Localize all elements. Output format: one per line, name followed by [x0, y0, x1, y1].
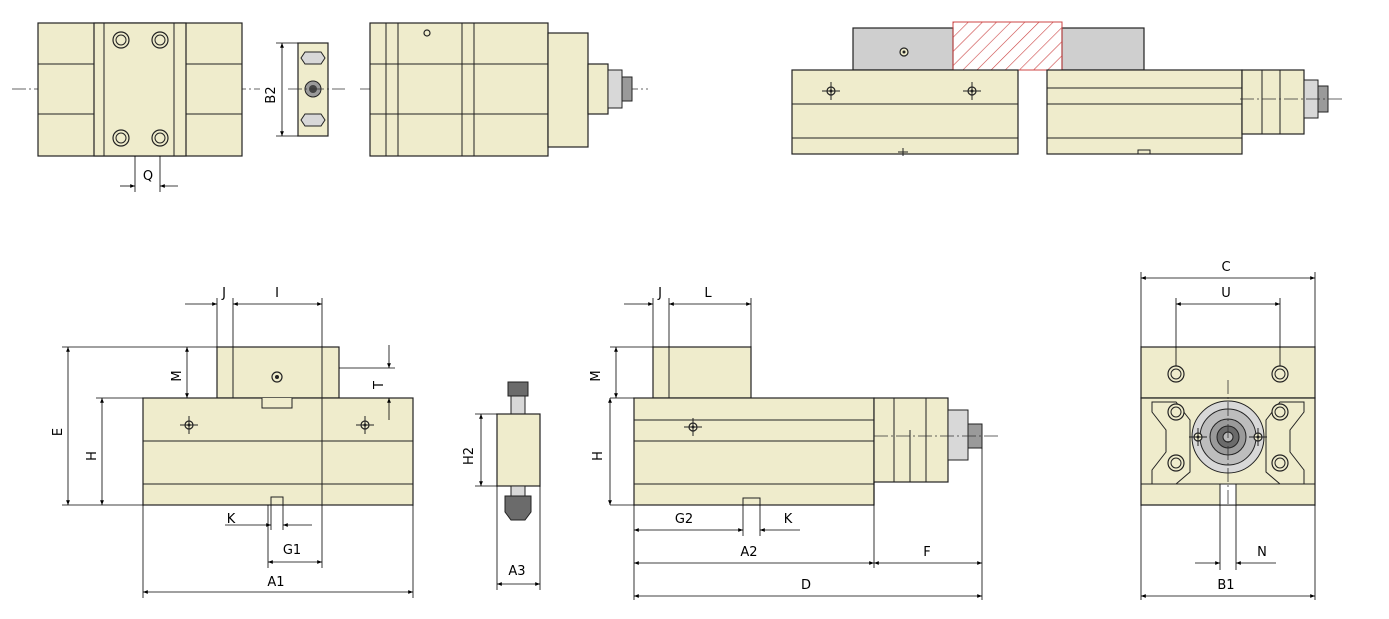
- dim-label-h-side: H: [591, 451, 606, 461]
- dim-label-j-front: J: [221, 286, 226, 301]
- dim-label-h2: H2: [462, 447, 477, 465]
- dim-label-a2: A2: [740, 545, 757, 560]
- dimension-q: Q: [120, 156, 178, 192]
- dim-label-u: U: [1221, 286, 1231, 301]
- side-dimensions: M H J L G2 K A2 F: [589, 286, 983, 600]
- screw-hole-icon: [1167, 365, 1185, 383]
- screw-hole-icon: [112, 31, 130, 49]
- dim-label-j-side: J: [657, 286, 662, 301]
- dim-label-c: C: [1221, 260, 1230, 275]
- dim-label-k-side: K: [784, 512, 793, 527]
- dim-label-d: D: [801, 578, 811, 593]
- dim-label-q: Q: [143, 169, 153, 184]
- dim-label-n: N: [1257, 545, 1267, 560]
- screw-hole-icon: [151, 129, 169, 147]
- dim-label-e: E: [51, 428, 66, 436]
- screw-hole-icon: [1167, 454, 1185, 472]
- dim-label-l: L: [704, 286, 712, 301]
- top-view-middle: [360, 22, 648, 157]
- dim-label-m-side: M: [589, 370, 604, 381]
- clamp-piece: H2 A3: [462, 381, 541, 590]
- dim-label-g1: G1: [283, 543, 301, 558]
- screw-hole-icon: [151, 31, 169, 49]
- screw-hole-icon: [1271, 454, 1289, 472]
- screw-hole-icon: [1271, 403, 1289, 421]
- dim-label-f: F: [923, 545, 930, 560]
- end-dimensions: C U N B1: [1140, 260, 1316, 600]
- side-view-top-right: [791, 21, 1345, 156]
- dim-label-a3: A3: [508, 564, 525, 579]
- dim-label-h-front: H: [85, 451, 100, 461]
- key-block-top: B2: [264, 42, 345, 137]
- top-view-left: [12, 22, 260, 157]
- dim-label-t: T: [372, 381, 387, 390]
- side-view: [633, 346, 998, 506]
- screw-hole-icon: [1271, 365, 1289, 383]
- dim-label-i: I: [275, 286, 279, 301]
- front-dimensions: E H M T J I K G1: [51, 286, 414, 598]
- dim-label-m-front: M: [170, 370, 185, 381]
- dim-label-b1: B1: [1217, 578, 1234, 593]
- end-view: [1140, 346, 1316, 506]
- dim-label-b2: B2: [264, 86, 279, 103]
- dim-label-k-front: K: [227, 512, 236, 527]
- dim-label-a1: A1: [267, 575, 284, 590]
- dim-label-g2: G2: [675, 512, 693, 527]
- screw-hole-icon: [112, 129, 130, 147]
- front-view: [142, 346, 414, 506]
- screw-hole-icon: [1167, 403, 1185, 421]
